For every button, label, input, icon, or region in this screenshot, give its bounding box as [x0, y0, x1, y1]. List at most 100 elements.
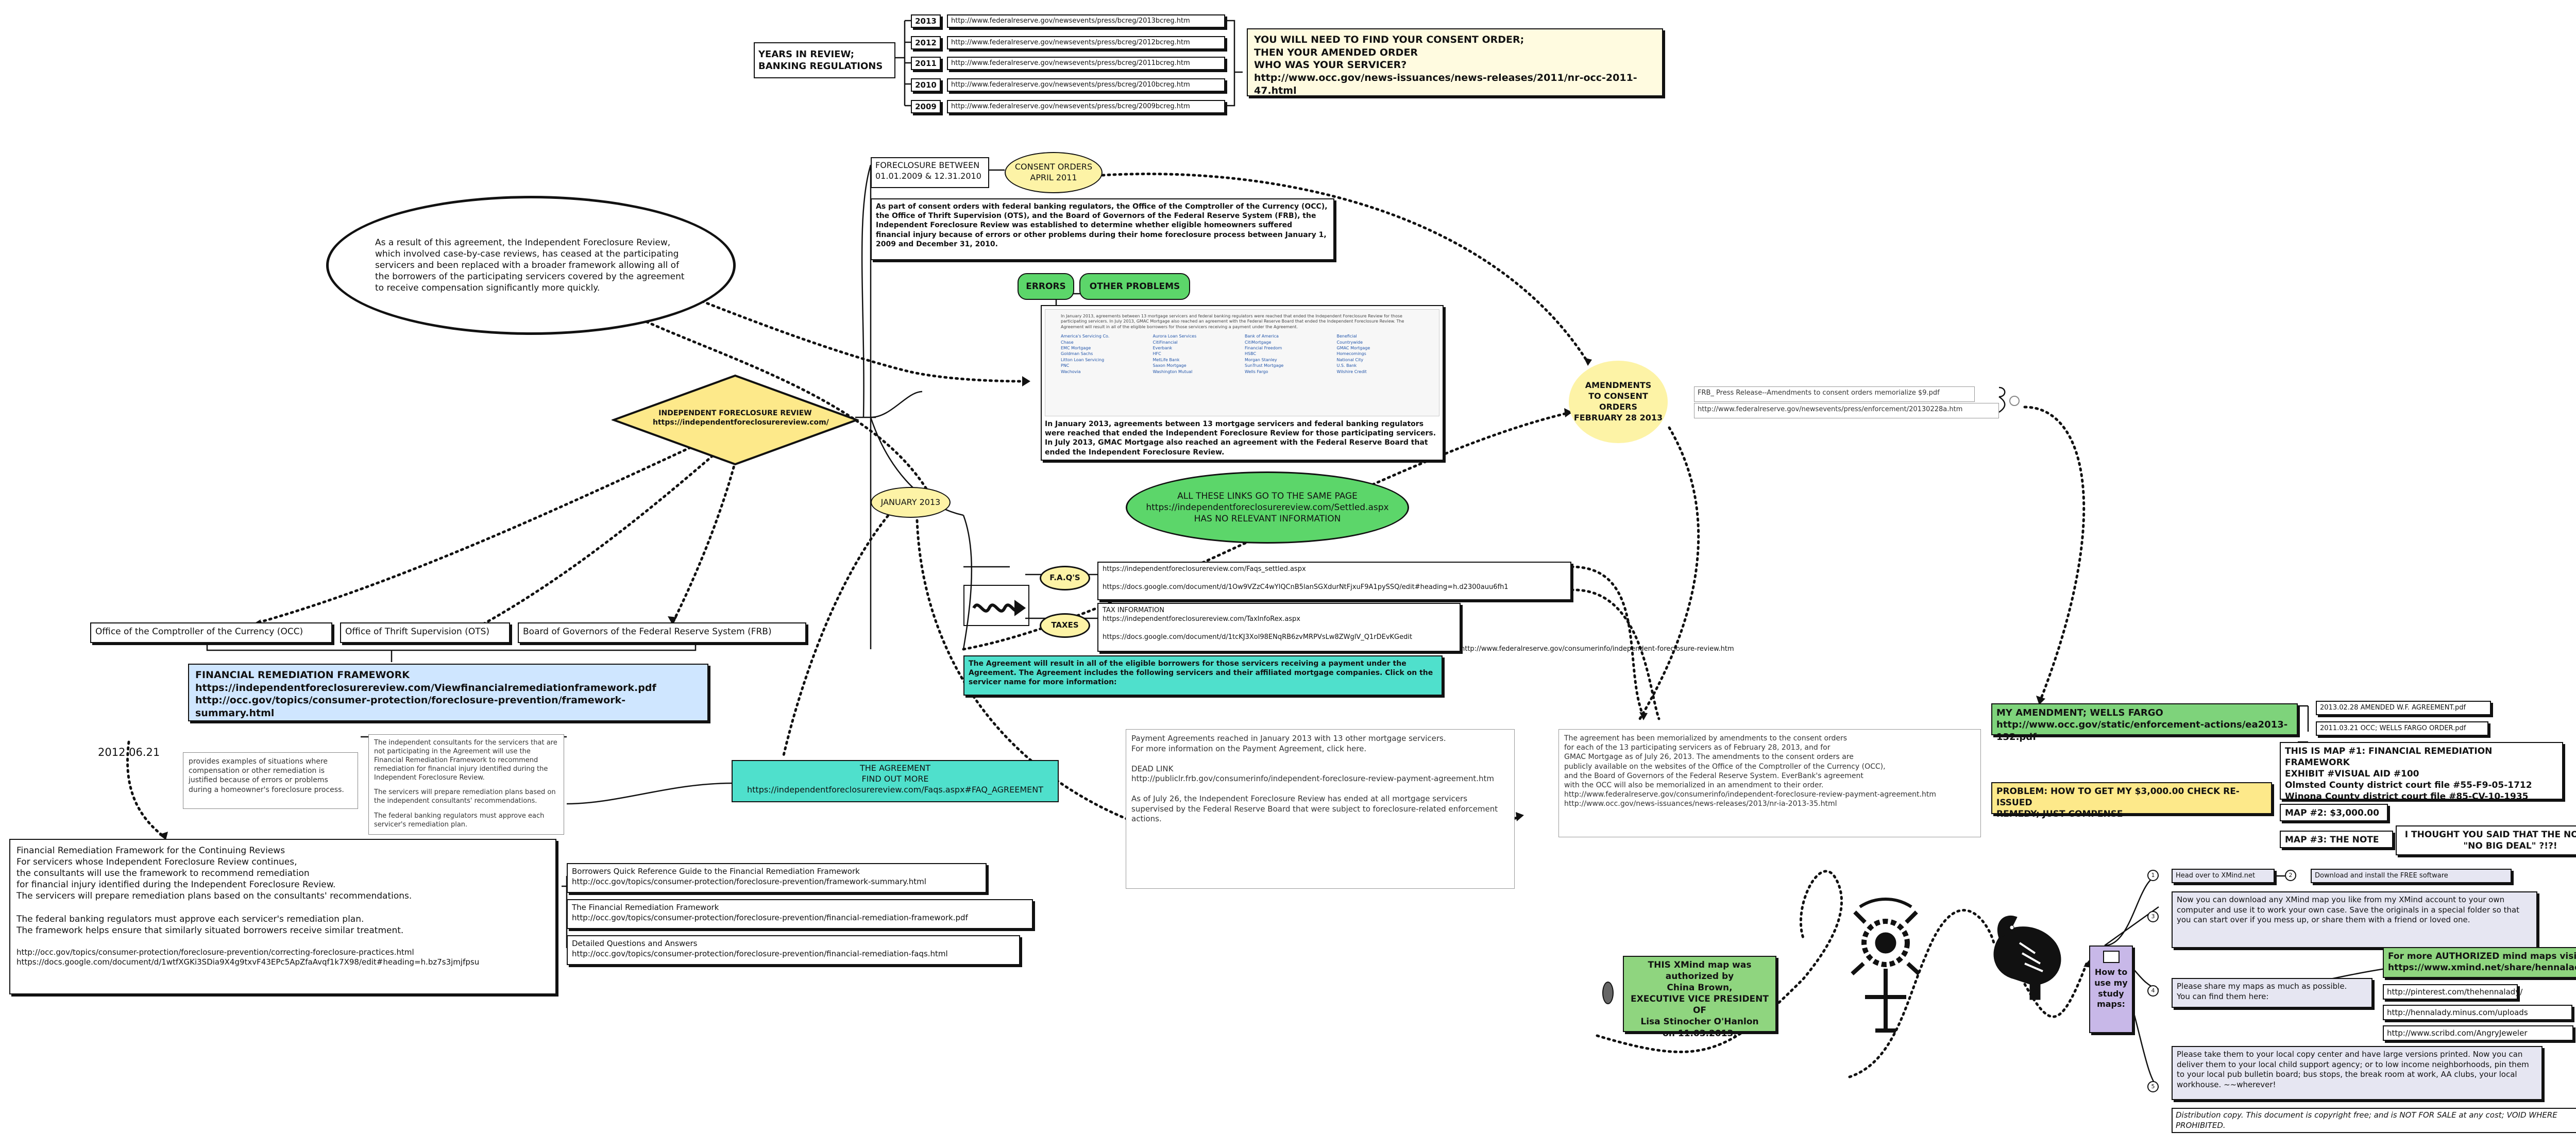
taxes-link-2[interactable]: https://docs.google.com/document/d/1tcKJ… — [1103, 633, 1413, 641]
regulator-occ[interactable]: Office of the Comptroller of the Currenc… — [90, 622, 332, 643]
taxes-link-1[interactable]: https://independentforeclosurereview.com… — [1103, 615, 1301, 623]
amendments-circle: AMENDMENTS TO CONSENT ORDERS FEBRUARY 28… — [1569, 361, 1668, 443]
continuing-line-4: for financial injury identified during t… — [16, 880, 336, 890]
thumbnail-servicer-item[interactable]: GMAC Mortgage — [1336, 345, 1370, 350]
faqs-link-2[interactable]: https://docs.google.com/document/d/1Ow9V… — [1103, 583, 1509, 591]
taxes-title: TAX INFORMATION — [1103, 606, 1164, 614]
amended-link-2[interactable]: http://www.occ.gov/news-issuances/news-r… — [1564, 800, 1837, 808]
thumbnail-servicer-item[interactable]: Litton Loan Servicing — [1061, 357, 1105, 362]
dotted-arrow — [671, 454, 738, 625]
year-2010[interactable]: 2010 — [911, 78, 941, 92]
thumbnail-servicer-item[interactable]: CitiMortgage — [1245, 340, 1272, 345]
consumerinfo-link[interactable]: http://www.federalreserve.gov/consumerin… — [1461, 645, 1734, 653]
thumbnail-servicer-item[interactable]: Wachovia — [1061, 369, 1081, 374]
framework-summary-link[interactable]: http://occ.gov/topics/consumer-protectio… — [195, 695, 626, 719]
minus-link[interactable]: http://hennalady.minus.com/uploads — [2383, 1005, 2572, 1020]
quick-reference-guide[interactable]: Borrowers Quick Reference Guide to the F… — [567, 863, 987, 893]
map-1-box: THIS IS MAP #1: FINANCIAL REMEDIATION FR… — [2280, 742, 2563, 802]
thumbnail-servicer-item[interactable]: National City — [1336, 357, 1364, 362]
thumbnail-servicer-item[interactable]: Homecomings — [1336, 351, 1366, 357]
year-link-2009[interactable]: http://www.federalreserve.gov/newsevents… — [947, 100, 1225, 113]
year-2011[interactable]: 2011 — [911, 57, 941, 70]
thumbnail-servicer-item[interactable]: HFC — [1153, 351, 1161, 357]
continuing-link-2[interactable]: https://docs.google.com/document/d/1wtfX… — [16, 957, 480, 967]
taxes-oval[interactable]: TAXES — [1040, 613, 1090, 638]
errors-node[interactable]: ERRORS — [1018, 273, 1074, 300]
continuing-link-1[interactable]: http://occ.gov/topics/consumer-protectio… — [16, 947, 414, 957]
amended-link-1[interactable]: http://www.federalreserve.gov/consumerin… — [1564, 790, 1936, 799]
thumbnail-servicer-item[interactable]: Wells Fargo — [1245, 369, 1268, 374]
ifr-diamond[interactable]: INDEPENDENT FORECLOSURE REVIEW https://i… — [612, 374, 859, 466]
faqs-detailed-url[interactable]: http://occ.gov/topics/consumer-protectio… — [572, 949, 948, 958]
faqs-detailed-box[interactable]: Detailed Questions and Answers http://oc… — [567, 935, 1020, 965]
payment-dead-link[interactable]: http://publiclr.frb.gov/consumerinfo/ind… — [1131, 774, 1495, 783]
framework-pdf-url[interactable]: http://occ.gov/topics/consumer-protectio… — [572, 913, 968, 922]
authorized-maps-box[interactable]: For more AUTHORIZED mind maps visit: htt… — [2383, 947, 2576, 978]
thumbnail-servicer-item[interactable]: Financial Freedom — [1245, 345, 1282, 350]
step-1-xmind[interactable]: Head over to XMind.net — [2172, 869, 2275, 883]
year-link-2011[interactable]: http://www.federalreserve.gov/newsevents… — [947, 57, 1225, 70]
faqs-oval[interactable]: F.A.Q'S — [1040, 566, 1090, 590]
year-link-2013[interactable]: http://www.federalreserve.gov/newsevents… — [947, 14, 1225, 28]
thumbnail-servicer-item[interactable]: Morgan Stanley — [1245, 357, 1277, 362]
dotted-arrow — [640, 318, 931, 496]
amended-wf-file[interactable]: 2013.02.28 AMENDED W.F. AGREEMENT.pdf — [2316, 701, 2491, 715]
thumbnail-servicer-item[interactable]: Beneficial — [1336, 334, 1357, 339]
thumbnail-servicer-item[interactable]: SunTrust Mortgage — [1245, 363, 1284, 368]
thumbnail-servicer-item[interactable]: Aurora Loan Services — [1153, 334, 1197, 339]
my-amendment-box[interactable]: MY AMENDMENT; WELLS FARGO http://www.occ… — [1991, 703, 2298, 742]
settled-page-oval[interactable]: ALL THESE LINKS GO TO THE SAME PAGE http… — [1126, 471, 1409, 544]
step-3-number: 3 — [2147, 911, 2159, 922]
my-amendment-link[interactable]: http://www.occ.gov/static/enforcement-ac… — [1996, 719, 2288, 742]
year-link-2010[interactable]: http://www.federalreserve.gov/newsevents… — [947, 78, 1225, 92]
frb-enforcement-link[interactable]: http://www.federalreserve.gov/newsevents… — [1694, 403, 1999, 418]
other-problems-node[interactable]: OTHER PROBLEMS — [1079, 273, 1190, 300]
thumbnail-servicer-item[interactable]: Countrywide — [1336, 340, 1363, 345]
consent-occ-link[interactable]: http://www.occ.gov/news-issuances/news-r… — [1254, 72, 1637, 96]
framework-title: FINANCIAL REMEDIATION FRAMEWORK — [195, 669, 410, 681]
framework-pdf-box[interactable]: The Financial Remediation Framework http… — [567, 899, 1033, 929]
payment-agreements-box: Payment Agreements reached in January 20… — [1126, 729, 1515, 889]
continuing-line-1: Financial Remediation Framework for the … — [16, 846, 285, 856]
scribd-link[interactable]: http://www.scribd.com/AngryJeweler — [2383, 1025, 2573, 1041]
year-2013[interactable]: 2013 — [911, 14, 941, 28]
year-link-2012[interactable]: http://www.federalreserve.gov/newsevents… — [947, 36, 1225, 49]
step-1-download[interactable]: Download and install the FREE software — [2311, 869, 2512, 883]
continuing-line-5: The servicers will prepare remediation p… — [16, 891, 412, 902]
thumbnail-servicer-item[interactable]: CitiFinancial — [1153, 340, 1178, 345]
thumbnail-servicer-item[interactable]: Saxon Mortgage — [1153, 363, 1187, 368]
ifr-url[interactable]: https://independentforeclosurereview.com… — [653, 418, 829, 427]
faqs-detailed-title: Detailed Questions and Answers — [572, 939, 698, 948]
frb-press-release-link[interactable]: FRB_ Press Release--Amendments to consen… — [1694, 386, 1975, 402]
thumbnail-servicer-item[interactable]: America's Servicing Co. — [1061, 334, 1110, 339]
taxes-links: TAX INFORMATION https://independentforec… — [1097, 603, 1461, 652]
sankofa-bird-illustration — [1993, 915, 2061, 1000]
framework-pdf-link[interactable]: https://independentforeclosurereview.com… — [195, 682, 656, 694]
thumbnail-servicer-item[interactable]: Bank of America — [1245, 334, 1279, 339]
regulator-frb[interactable]: Board of Governors of the Federal Reserv… — [518, 622, 806, 643]
thumbnail-servicer-item[interactable]: U.S. Bank — [1336, 363, 1357, 368]
regulator-ots[interactable]: Office of Thrift Supervision (OTS) — [340, 622, 510, 643]
thumbnail-servicer-item[interactable]: Chase — [1061, 340, 1074, 345]
thumbnail-servicer-item[interactable]: HSBC — [1245, 351, 1257, 357]
map1-line-3: Olmsted County district court file #55-F… — [2285, 780, 2532, 791]
thumbnail-servicer-item[interactable]: Washington Mutual — [1153, 369, 1193, 374]
year-2012[interactable]: 2012 — [911, 36, 941, 49]
payment-line-2[interactable]: For more information on the Payment Agre… — [1131, 744, 1367, 753]
authorized-link[interactable]: https://www.xmind.net/share/hennalady/ — [2388, 963, 2576, 973]
settled-url[interactable]: https://independentforeclosurereview.com… — [1146, 502, 1389, 513]
pinterest-link[interactable]: http://pinterest.com/thehennalady/ — [2383, 984, 2522, 1000]
thumbnail-servicer-item[interactable]: Wilshire Credit — [1336, 369, 1367, 374]
thumbnail-servicer-item[interactable]: Everbank — [1153, 345, 1173, 350]
january-agreement-box: In January 2013, agreements between 13 m… — [1041, 305, 1444, 461]
find-out-more-box[interactable]: THE AGREEMENT FIND OUT MORE https://inde… — [732, 760, 1059, 802]
thumbnail-servicer-item[interactable]: Goldman Sachs — [1061, 351, 1093, 357]
occ-wf-order-file[interactable]: 2011.03.21 OCC; WELLS FARGO ORDER.pdf — [2316, 721, 2488, 736]
find-out-link[interactable]: https://independentforeclosurereview.com… — [747, 784, 1043, 795]
thumbnail-servicer-item[interactable]: MetLife Bank — [1153, 357, 1180, 362]
year-2009[interactable]: 2009 — [911, 100, 941, 113]
thumbnail-servicer-item[interactable]: PNC — [1061, 363, 1070, 368]
thumbnail-servicer-item[interactable]: EMC Mortgage — [1061, 345, 1091, 350]
faqs-link-1[interactable]: https://independentforeclosurereview.com… — [1103, 565, 1306, 573]
quick-reference-link[interactable]: http://occ.gov/topics/consumer-protectio… — [572, 876, 926, 886]
